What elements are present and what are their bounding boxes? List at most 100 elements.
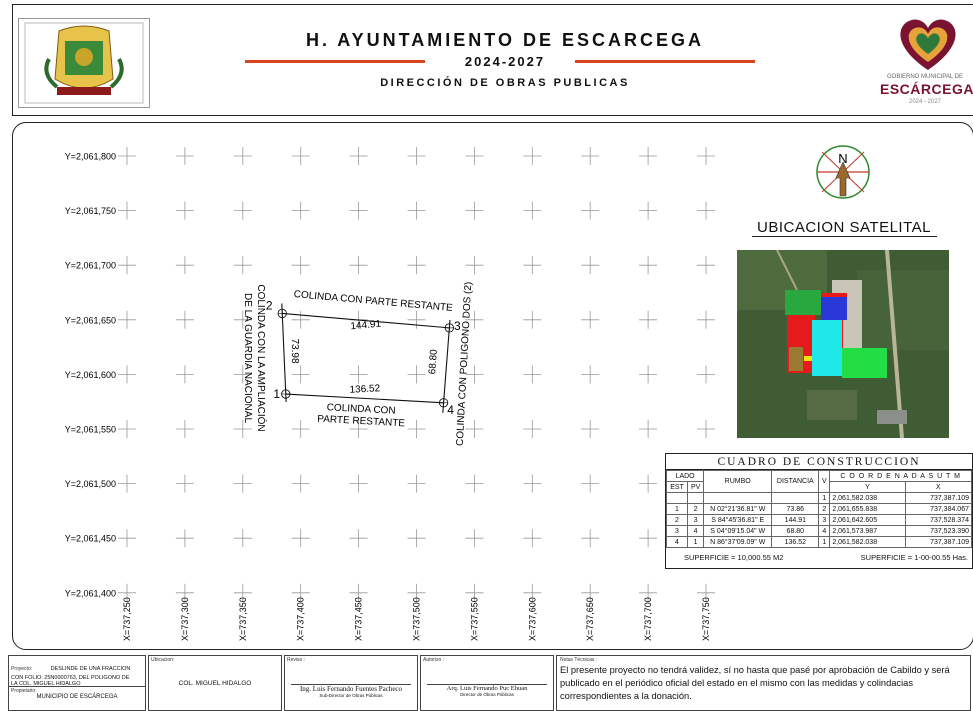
polygon-edge: [281, 303, 287, 403]
autorizo-name: Arq. Luis Fernando Puc Ehuan: [446, 685, 528, 692]
propietario-label: Propietario:: [11, 688, 37, 694]
grid-cross: [233, 474, 252, 493]
satellite-title-underline: [752, 236, 937, 237]
notas-label: Notas Técnicas :: [560, 657, 598, 663]
grid-cross: [175, 147, 194, 165]
table-cell-est: 3: [665, 525, 689, 537]
table-cell-rumbo: N 02°21'36.81" W: [703, 503, 773, 515]
x-coordinate-label: X=737,600: [527, 597, 537, 641]
x-coordinate-label: X=737,750: [701, 597, 711, 641]
boundary-label-south: COLINDA CON: [326, 402, 395, 417]
logo-wordmark: ESCÁRCEGA: [880, 81, 973, 97]
vertex-label: 3: [454, 319, 461, 333]
grid-cross: [291, 583, 310, 602]
grid-cross: [465, 474, 484, 493]
grid-cross: [639, 529, 658, 548]
grid-cross: [118, 147, 136, 165]
y-coordinate-label: Y=2,061,600: [65, 370, 116, 380]
polygon-edge: [282, 312, 450, 329]
grid-cross: [233, 365, 252, 384]
vertex-marker: [277, 308, 287, 319]
grid-cross: [349, 474, 368, 493]
boundary-label-north: COLINDA CON PARTE RESTANTE: [293, 289, 453, 314]
grid-cross: [407, 365, 426, 384]
col-header-v: V: [818, 470, 831, 493]
grid-cross: [175, 420, 194, 438]
grid-cross: [407, 420, 426, 438]
grid-cross: [465, 147, 484, 165]
grid-cross: [639, 256, 658, 275]
grid-cross: [465, 201, 484, 220]
grid-cross: [291, 310, 310, 329]
grid-cross: [581, 147, 600, 165]
grid-cross: [639, 474, 658, 493]
vertex-marker: [438, 398, 449, 408]
grid-cross: [407, 147, 426, 165]
vertex-marker: [444, 323, 455, 333]
table-cell-y: 2,061,655.838: [829, 503, 906, 515]
col-header-lado: LADO: [665, 470, 705, 482]
grid-cross: [407, 583, 426, 602]
x-coordinate-label: X=737,450: [354, 597, 364, 641]
table-cell-x: 737,528.374: [904, 514, 973, 526]
table-cell-dist: 73.86: [771, 503, 820, 515]
grid-cross: [697, 583, 715, 602]
x-coordinate-label: X=737,350: [238, 597, 248, 641]
x-coordinate-label: X=737,650: [585, 597, 595, 641]
ubicacion-label: Ubicacion:: [151, 657, 175, 663]
grid-cross: [291, 420, 310, 438]
vertex-label: 4: [447, 403, 454, 417]
grid-cross: [291, 201, 310, 220]
table-cell-v: 2: [818, 503, 831, 515]
proyecto-desc2: CON FOLIO: 25N0000763, DEL POLIGONO DE: [11, 675, 130, 681]
grid-cross: [175, 529, 194, 548]
plan-frame: [12, 122, 973, 650]
y-coordinate-label: Y=2,061,700: [65, 261, 116, 271]
x-coordinate-label: X=737,250: [122, 597, 132, 641]
grid-cross: [581, 201, 600, 220]
table-cell-pv: 4: [687, 525, 705, 537]
footer-notes-box: Notas Técnicas : El presente proyecto no…: [556, 655, 971, 711]
table-cell-pv: [687, 492, 705, 504]
table-cell-rumbo: [703, 492, 773, 504]
grid-cross: [175, 474, 194, 493]
grid-cross: [118, 583, 136, 602]
x-coordinate-label: X=737,300: [180, 597, 190, 641]
construction-table: CUADRO DE CONSTRUCCION LADO RUMBO DISTAN…: [665, 453, 973, 569]
grid-cross: [291, 529, 310, 548]
grid-cross: [349, 256, 368, 275]
grid-cross: [291, 147, 310, 165]
x-coordinate-label: X=737,400: [296, 597, 306, 641]
grid-cross: [291, 365, 310, 384]
table-cell-rumbo: S 84°45'36.81" E: [703, 514, 773, 526]
y-coordinate-label: Y=2,061,800: [65, 152, 116, 162]
header-frame: [12, 4, 973, 116]
table-cell-rumbo: S 04°09'15.04" W: [703, 525, 773, 537]
grid-cross: [233, 583, 252, 602]
grid-cross: [118, 310, 136, 329]
table-cell-v: 1: [818, 492, 831, 504]
x-coordinate-label: X=737,550: [469, 597, 479, 641]
footer-project-box: Proyecto: DESLINDE DE UNA FRACCION CON F…: [8, 655, 146, 711]
footer-authorizer-box: Autorizo : Arq. Luis Fernando Puc Ehuan …: [420, 655, 554, 711]
table-cell-v: 1: [818, 536, 831, 548]
table-cell-y: 2,061,642.605: [829, 514, 906, 526]
grid-cross: [523, 583, 542, 602]
grid-cross: [639, 147, 658, 165]
table-cell-pv: 3: [687, 514, 705, 526]
grid-cross: [523, 310, 542, 329]
footer-location-box: Ubicacion: COL. MIGUEL HIDALGO: [148, 655, 282, 711]
polygon-edge: [442, 319, 451, 413]
reviso-name: Ing. Luis Fernando Fuentes Pacheco: [299, 685, 403, 693]
satellite-title: UBICACION SATELITAL: [757, 219, 931, 236]
grid-cross: [291, 474, 310, 493]
title-divider-left: [245, 60, 425, 63]
autorizo-label: Autorizo :: [423, 657, 445, 663]
grid-cross: [639, 420, 658, 438]
grid-cross: [581, 529, 600, 548]
